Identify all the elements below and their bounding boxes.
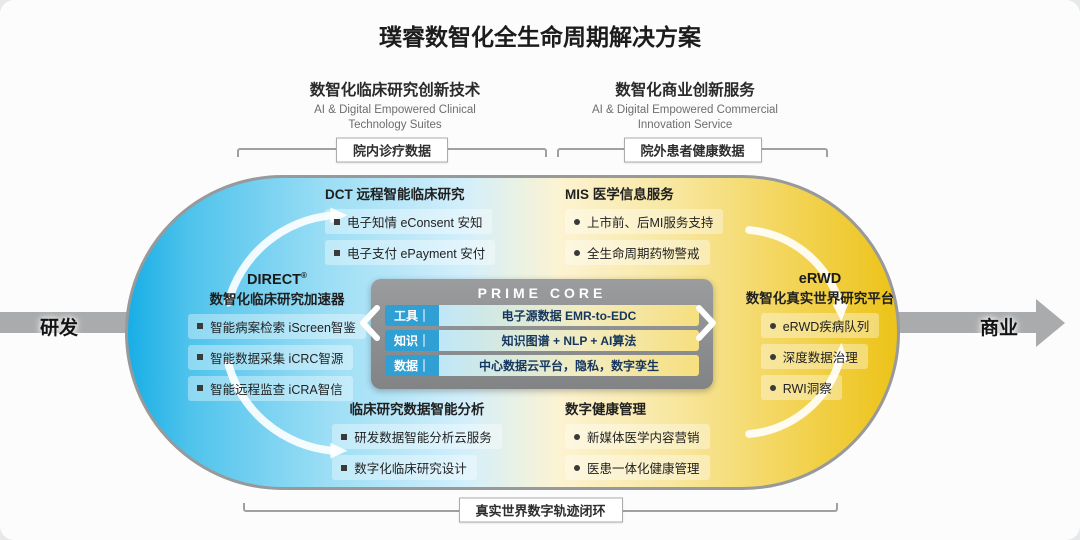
prime-row-label: 知识｜	[385, 330, 439, 351]
prime-core-title: PRIME CORE	[477, 285, 607, 301]
flow-band-right	[880, 312, 1037, 333]
list-item-label: 新媒体医学内容营销	[587, 431, 700, 445]
dot-bullet-icon	[769, 353, 776, 360]
list-item-label: 医患一体化健康管理	[587, 462, 700, 476]
section-analysis-items: 研发数据智能分析云服务 数字化临床研究设计	[332, 418, 502, 480]
prime-row-label: 数据｜	[385, 355, 439, 376]
list-item-label: 电子知情 eConsent 安知	[347, 216, 483, 230]
list-item: 上市前、后MI服务支持	[565, 209, 724, 234]
section-mis: MIS 医学信息服务 上市前、后MI服务支持 全生命周期药物警戒	[565, 183, 724, 265]
commercial-column-title: 数智化商业创新服务	[615, 82, 755, 99]
page-title: 璞睿数智化全生命周期解决方案	[379, 24, 701, 50]
square-bullet-icon	[341, 433, 348, 440]
list-item: 数字化临床研究设计	[332, 455, 477, 480]
commercial-column-header: 数智化商业创新服务 AI & Digital Empowered Commerc…	[535, 78, 835, 133]
list-item-label: 电子支付 ePayment 安付	[347, 247, 486, 261]
clinical-column-subtitle-line1: AI & Digital Empowered Clinical	[314, 104, 476, 116]
square-bullet-icon	[334, 249, 340, 256]
square-bullet-icon	[334, 218, 340, 225]
list-item: 智能远程监查 iCRA智信	[188, 375, 353, 401]
dot-bullet-icon	[574, 218, 580, 225]
square-bullet-icon	[197, 354, 204, 361]
list-item-label: 数字化临床研究设计	[354, 462, 467, 476]
lifecycle-capsule: DCT 远程智能临床研究 电子知情 eConsent 安知 电子支付 ePaym…	[125, 175, 900, 490]
clinical-column-title: 数智化临床研究创新技术	[309, 82, 481, 99]
section-health: 数字健康管理 新媒体医学内容营销 医患一体化健康管理	[565, 398, 710, 480]
list-item-label: 智能数据采集 iCRC智源	[210, 351, 344, 366]
prime-row-text: 中心数据云平台，隐私，数字孪生	[439, 355, 699, 376]
closed-loop-bracket: 真实世界数字轨迹闭环	[243, 497, 838, 523]
prime-core-panel: PRIME CORE 工具｜ 电子源数据 EMR-to-EDC 知识｜ 知识图谱…	[371, 279, 713, 389]
dot-bullet-icon	[574, 433, 580, 440]
rd-flow-label: 研发	[40, 318, 79, 339]
commercial-column-subtitle-line1: AI & Digital Empowered Commercial	[592, 104, 778, 116]
dot-bullet-icon	[769, 384, 776, 391]
commercial-column-subtitle-line2: Innovation Service	[637, 119, 733, 132]
square-bullet-icon	[197, 323, 204, 330]
patient-data-label: 院外患者健康数据	[623, 137, 762, 163]
section-health-title: 数字健康管理	[565, 402, 646, 417]
list-item-label: 智能病案检索 iScreen智鉴	[210, 320, 356, 335]
list-item: 电子支付 ePayment 安付	[325, 240, 496, 265]
list-item-label: RWI洞察	[782, 382, 832, 396]
section-dct: DCT 远程智能临床研究 电子知情 eConsent 安知 电子支付 ePaym…	[325, 183, 496, 265]
section-analysis: 临床研究数据智能分析 研发数据智能分析云服务 数字化临床研究设计	[288, 398, 546, 480]
dot-bullet-icon	[574, 464, 580, 471]
section-mis-title: MIS 医学信息服务	[565, 187, 674, 202]
registered-mark: ®	[301, 271, 307, 280]
list-item: 研发数据智能分析云服务	[332, 424, 502, 449]
section-direct: DIRECT® 数智化临床研究加速器 智能病案检索 iScreen智鉴 智能数据…	[156, 271, 398, 401]
clinical-column-subtitle-line2: Technology Suites	[348, 119, 442, 132]
prime-row-text: 电子源数据 EMR-to-EDC	[439, 305, 699, 326]
list-item-label: 研发数据智能分析云服务	[354, 431, 492, 445]
list-item-label: 全生命周期药物警戒	[587, 247, 700, 261]
list-item: 电子知情 eConsent 安知	[325, 209, 493, 234]
list-item-label: 上市前、后MI服务支持	[587, 216, 714, 230]
list-item: 全生命周期药物警戒	[565, 240, 710, 265]
cycle-arcs-icon	[224, 207, 849, 459]
chevron-left-icon	[358, 305, 380, 346]
flow-arrowhead-icon	[1036, 299, 1065, 347]
direct-wordmark: DIRECT	[247, 271, 302, 288]
section-erwd-name: eRWD	[798, 271, 842, 287]
clinical-column-header: 数智化临床研究创新技术 AI & Digital Empowered Clini…	[245, 78, 545, 133]
list-item: RWI洞察	[760, 375, 842, 400]
list-item: 新媒体医学内容营销	[565, 424, 710, 449]
section-dct-title: DCT 远程智能临床研究	[325, 187, 465, 202]
list-item: eRWD疾病队列	[760, 313, 880, 338]
square-bullet-icon	[197, 385, 204, 392]
prime-core-row: 数据｜ 中心数据云平台，隐私，数字孪生	[385, 355, 699, 376]
list-item: 智能数据采集 iCRC智源	[188, 344, 354, 370]
hospital-data-bracket: 院内诊疗数据	[237, 137, 547, 163]
square-bullet-icon	[341, 464, 348, 471]
list-item-label: 深度数据治理	[782, 351, 858, 365]
section-direct-items: 智能病案检索 iScreen智鉴 智能数据采集 iCRC智源 智能远程监查 iC…	[188, 308, 366, 401]
prime-row-label: 工具｜	[385, 305, 439, 326]
list-item-label: eRWD疾病队列	[782, 320, 870, 334]
commercial-flow-label: 商业	[980, 318, 1019, 339]
section-erwd-items: eRWD疾病队列 深度数据治理 RWI洞察	[760, 307, 880, 400]
prime-core-row: 工具｜ 电子源数据 EMR-to-EDC	[385, 305, 699, 326]
dot-bullet-icon	[769, 322, 776, 329]
patient-data-bracket: 院外患者健康数据	[557, 137, 828, 163]
list-item: 智能病案检索 iScreen智鉴	[188, 313, 366, 339]
chevron-right-icon	[696, 305, 718, 346]
section-erwd-title: 数智化真实世界研究平台	[745, 291, 895, 306]
list-item-label: 智能远程监查 iCRA智信	[210, 382, 343, 397]
hospital-data-label: 院内诊疗数据	[335, 137, 449, 163]
section-direct-title: 数智化临床研究加速器	[209, 291, 345, 307]
section-analysis-title: 临床研究数据智能分析	[349, 402, 485, 417]
dot-bullet-icon	[574, 249, 580, 256]
prime-core-row: 知识｜ 知识图谱 + NLP + AI算法	[385, 330, 699, 351]
section-direct-name: DIRECT®	[156, 271, 398, 288]
prime-row-text: 知识图谱 + NLP + AI算法	[439, 330, 699, 351]
flow-band-left	[0, 312, 150, 333]
list-item: 深度数据治理	[760, 344, 868, 369]
list-item: 医患一体化健康管理	[565, 455, 710, 480]
section-erwd: eRWD 数智化真实世界研究平台 eRWD疾病队列 深度数据治理 RWI洞察	[724, 271, 897, 400]
closed-loop-label: 真实世界数字轨迹闭环	[458, 497, 623, 523]
